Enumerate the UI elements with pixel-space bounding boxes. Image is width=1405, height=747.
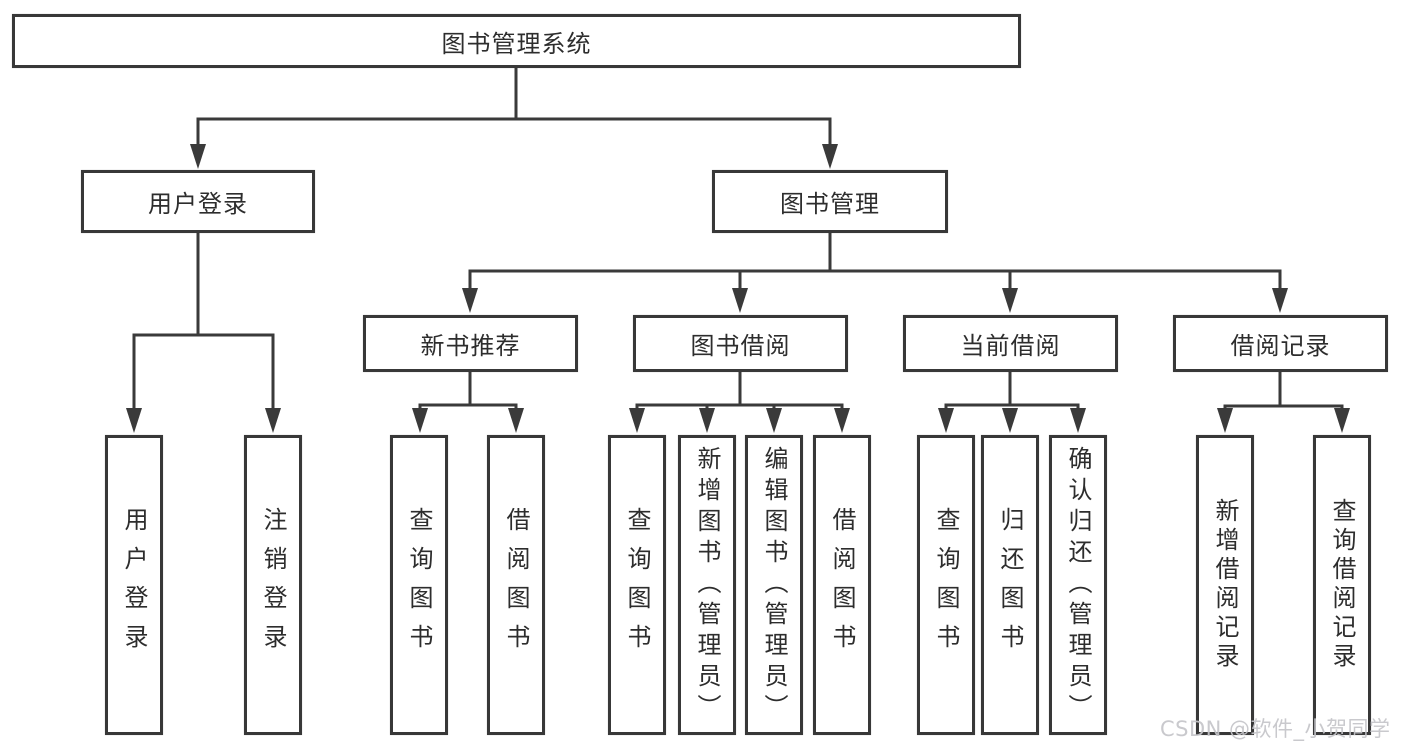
leaf-label: 新增图书（管理员） xyxy=(693,445,721,725)
leaf-borrow-books-2: 借阅图书 xyxy=(813,435,871,735)
leaf-query-books-2: 查询图书 xyxy=(608,435,666,735)
leaf-return-books: 归还图书 xyxy=(981,435,1039,735)
node-borrowing-records-label: 借阅记录 xyxy=(1230,332,1331,360)
node-root: 图书管理系统 xyxy=(12,14,1021,68)
leaf-label: 新增借阅记录 xyxy=(1211,498,1239,672)
leaf-label: 借阅图书 xyxy=(828,507,856,663)
node-current-borrowing: 当前借阅 xyxy=(903,315,1118,372)
node-root-label: 图书管理系统 xyxy=(441,29,592,58)
node-new-book-recommend: 新书推荐 xyxy=(363,315,578,372)
leaf-logout: 注销登录 xyxy=(244,435,302,735)
leaf-label: 注销登录 xyxy=(259,507,287,663)
leaf-label: 查询图书 xyxy=(932,507,960,663)
leaf-label: 确认归还（管理员） xyxy=(1064,445,1092,725)
node-book-management-label: 图书管理 xyxy=(780,190,880,218)
node-user-login-label: 用户登录 xyxy=(148,190,248,218)
node-current-borrowing-label: 当前借阅 xyxy=(960,332,1061,360)
leaf-label: 查询图书 xyxy=(623,507,651,663)
leaf-label: 查询借阅记录 xyxy=(1328,498,1356,672)
node-book-borrowing: 图书借阅 xyxy=(633,315,848,372)
leaf-label: 用户登录 xyxy=(120,507,148,663)
leaf-label: 归还图书 xyxy=(996,507,1024,663)
leaf-user-login: 用户登录 xyxy=(105,435,163,735)
leaf-query-books-3: 查询图书 xyxy=(917,435,975,735)
leaf-label: 查询图书 xyxy=(405,507,433,663)
leaf-query-borrow-record: 查询借阅记录 xyxy=(1313,435,1371,735)
leaf-add-borrow-record: 新增借阅记录 xyxy=(1196,435,1254,735)
leaf-label: 编辑图书（管理员） xyxy=(760,445,788,725)
node-new-book-recommend-label: 新书推荐 xyxy=(420,332,521,360)
node-user-login: 用户登录 xyxy=(81,170,315,233)
node-book-management: 图书管理 xyxy=(712,170,948,233)
leaf-add-books-admin: 新增图书（管理员） xyxy=(678,435,736,735)
leaf-label: 借阅图书 xyxy=(502,507,530,663)
leaf-borrow-books-1: 借阅图书 xyxy=(487,435,545,735)
leaf-edit-books-admin: 编辑图书（管理员） xyxy=(745,435,803,735)
node-borrowing-records: 借阅记录 xyxy=(1173,315,1388,372)
leaf-confirm-return-admin: 确认归还（管理员） xyxy=(1049,435,1107,735)
csdn-watermark: CSDN @软件_小贺同学 xyxy=(1160,717,1391,741)
leaf-query-books-1: 查询图书 xyxy=(390,435,448,735)
node-book-borrowing-label: 图书借阅 xyxy=(690,332,791,360)
